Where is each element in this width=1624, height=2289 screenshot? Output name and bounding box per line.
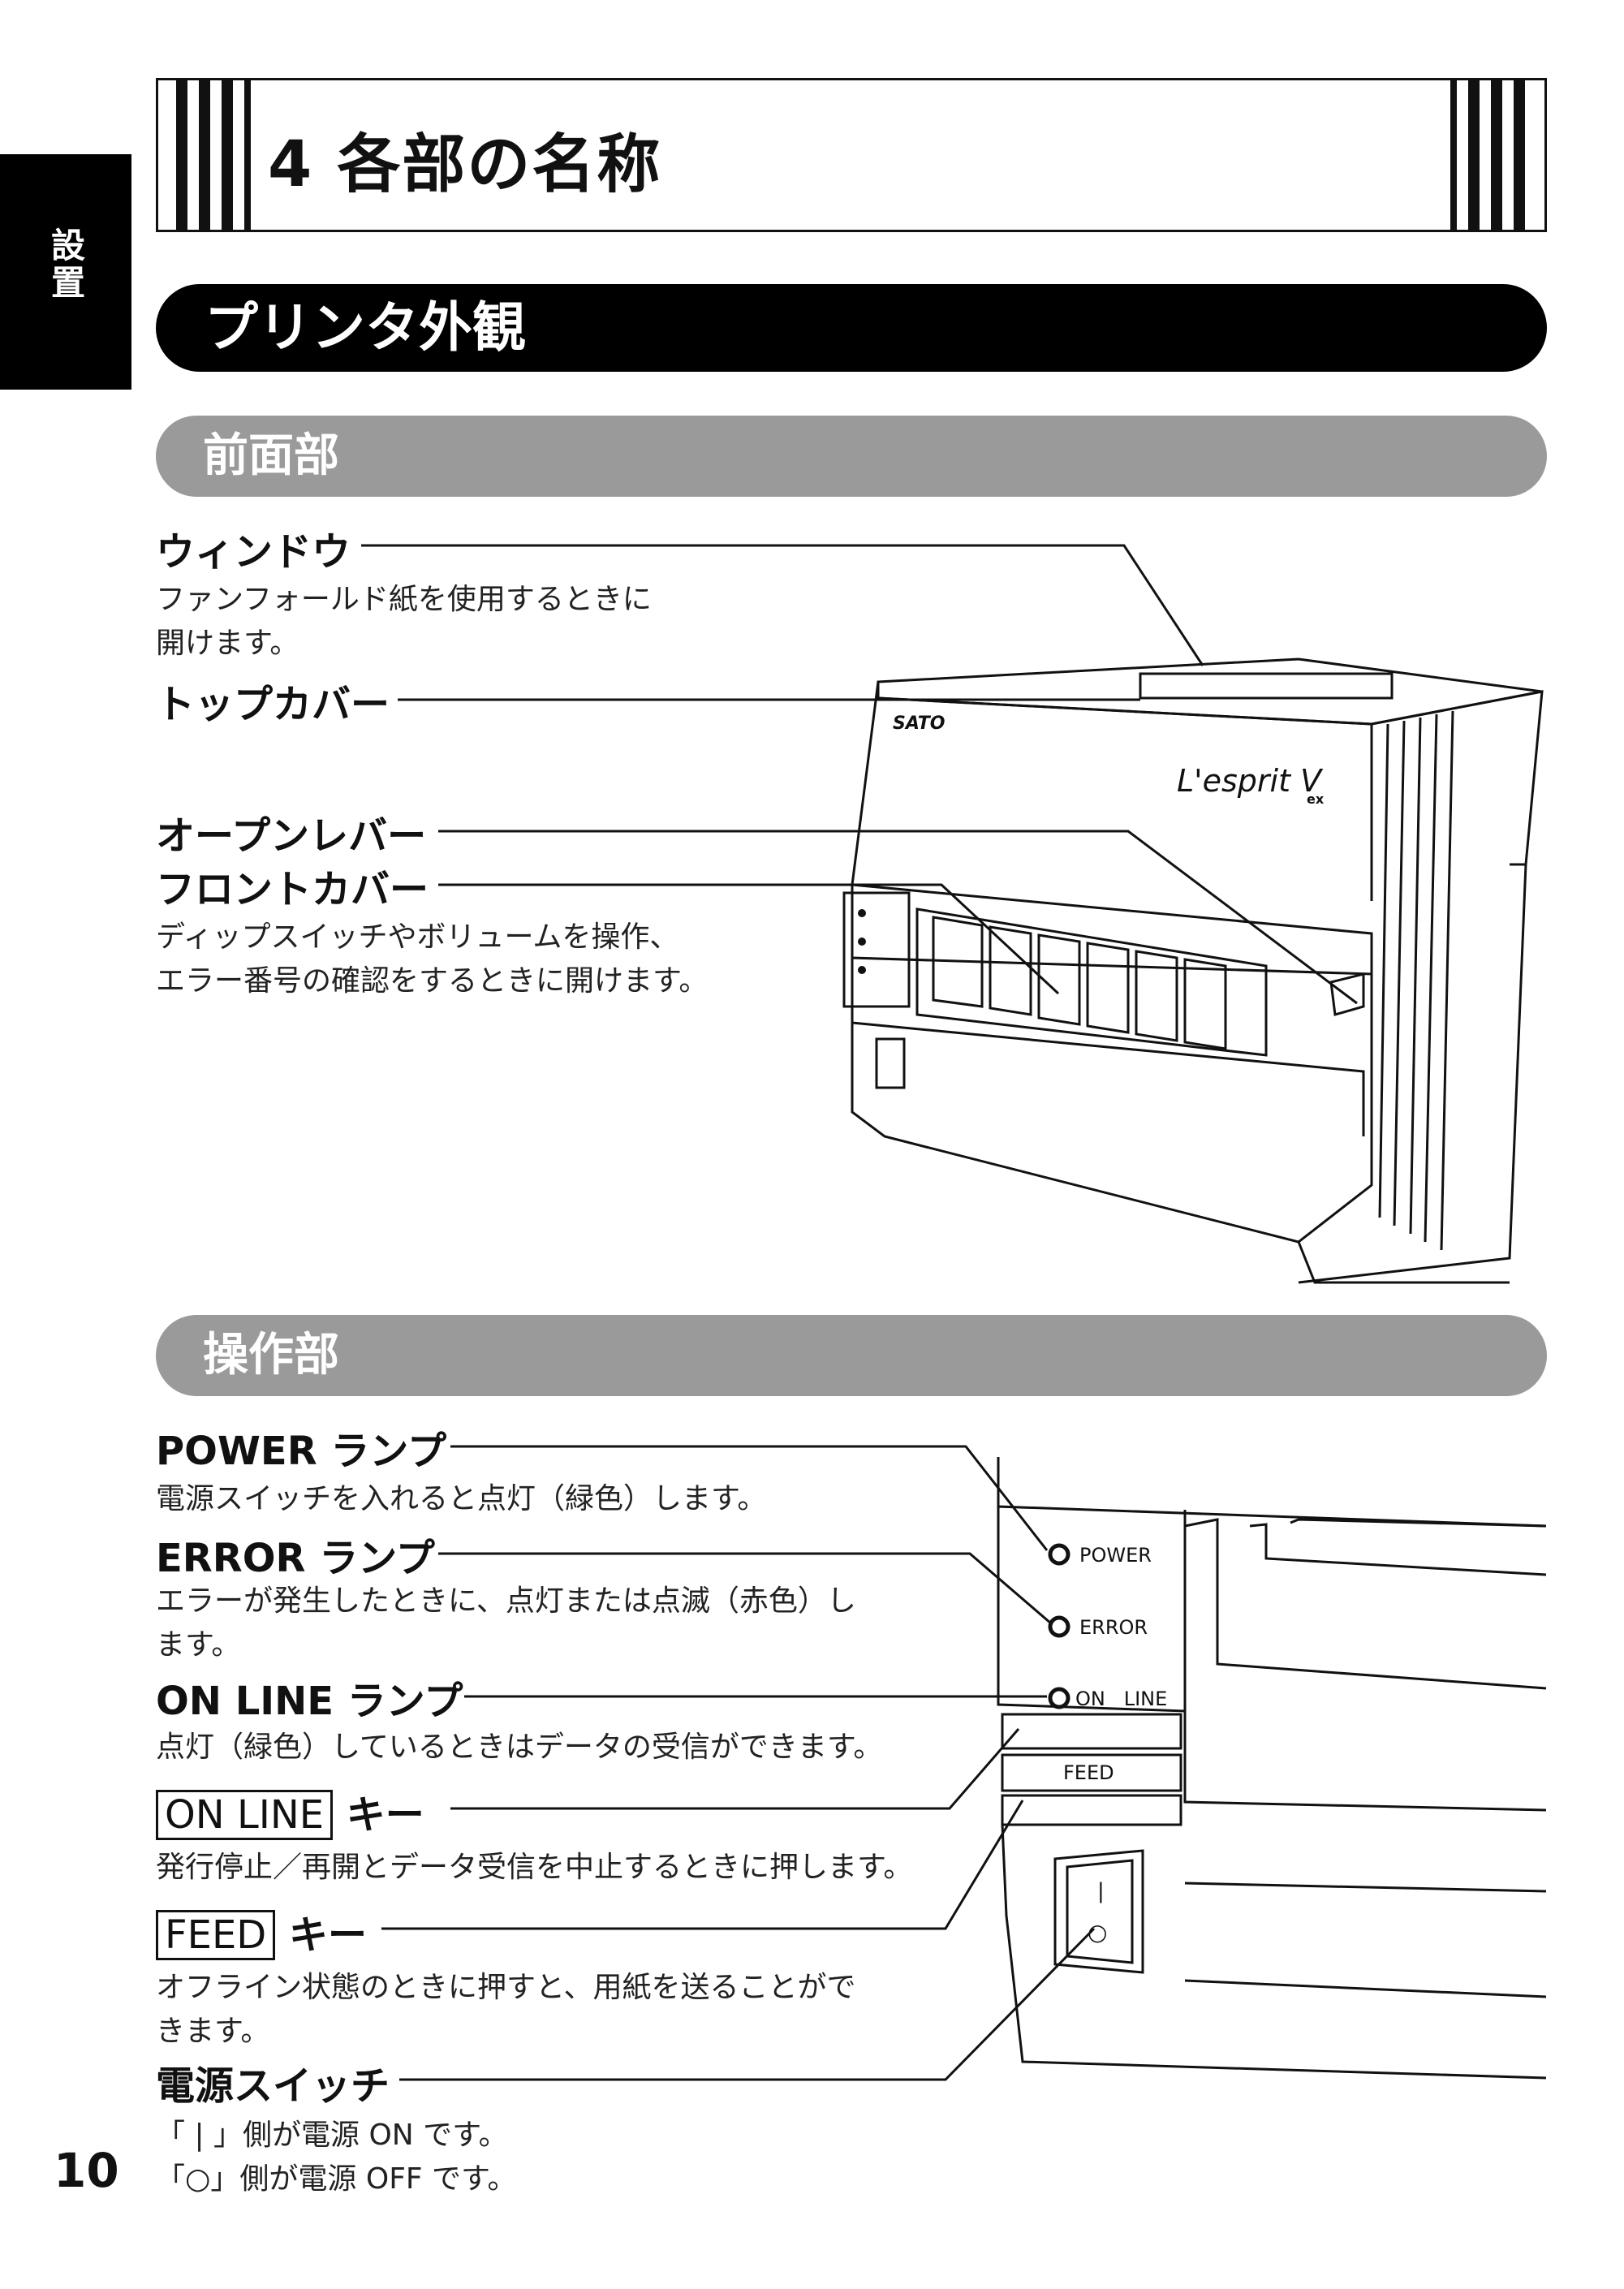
brand-logo: SATO <box>893 713 945 734</box>
right-stripes <box>1445 80 1535 230</box>
panel-heading: 操作部 <box>156 1315 1547 1396</box>
online-lamp-icon <box>1048 1687 1070 1709</box>
window-desc-2: 開けます。 <box>156 627 299 660</box>
online-lamp-label: ON LINE ランプ <box>156 1679 463 1724</box>
leader-online-key <box>450 1728 1020 1810</box>
error-lamp-desc-2: ます。 <box>156 1628 241 1662</box>
front-heading: 前面部 <box>156 416 1547 497</box>
online-key-suffix: キー <box>346 1792 424 1838</box>
power-switch-desc-1: 「 | 」側が電源 ON です。 <box>156 2119 508 2152</box>
error-lamp-desc-1: エラーが発生したときに、点灯または点滅（赤色）し <box>156 1584 856 1618</box>
leader-error-lamp <box>438 1552 1052 1625</box>
online-key-desc: 発行停止／再開とデータ受信を中止するときに押します。 <box>156 1851 913 1884</box>
feed-key-desc-1: オフライン状態のときに押すと、用紙を送ることがで <box>156 1971 856 2004</box>
online-key-box: ON LINE <box>156 1790 334 1840</box>
error-lamp-icon <box>1048 1615 1070 1638</box>
side-tab: 設置 <box>0 154 131 390</box>
window-label: ウィンドウ <box>156 529 351 575</box>
lamp-error-text: ERROR <box>1079 1616 1148 1639</box>
chapter-title: 4 各部の名称 <box>268 128 662 201</box>
side-tab-label: 設置 <box>45 227 86 302</box>
error-lamp-label: ERROR ランプ <box>156 1536 435 1581</box>
leader-power-lamp <box>450 1445 1049 1551</box>
power-switch-label: 電源スイッチ <box>156 2063 390 2109</box>
power-lamp-desc: 電源スイッチを入れると点灯（緑色）します。 <box>156 1482 767 1515</box>
leader-window <box>361 544 1204 666</box>
power-lamp-icon <box>1048 1543 1070 1566</box>
online-key-label: ON LINE キー <box>156 1782 424 1840</box>
switch-off-mark: ○ <box>1088 1919 1107 1946</box>
left-stripes <box>168 80 257 230</box>
lamp-power-text: POWER <box>1079 1544 1152 1567</box>
chapter-header <box>156 78 1547 232</box>
leader-open-lever <box>438 830 1358 1005</box>
front-cover-desc-2: エラー番号の確認をするときに開けます。 <box>156 964 709 998</box>
lamp-online-text: ON LINE <box>1075 1688 1167 1710</box>
leader-front-cover <box>438 883 1060 995</box>
printer-front-illustration: SATO L'esprit V ex <box>361 544 1544 1284</box>
feed-key-suffix: キー <box>288 1912 367 1958</box>
leader-feed-key <box>381 1800 1024 1930</box>
open-lever-label: オープンレバー <box>156 813 427 859</box>
model-name: L'esprit V <box>1177 763 1324 799</box>
power-switch-desc-2: 「○」側が電源 OFF です。 <box>156 2162 517 2196</box>
power-lamp-label: POWER ランプ <box>156 1429 446 1474</box>
top-cover-label: トップカバー <box>156 682 390 727</box>
switch-on-mark: | <box>1097 1879 1105 1903</box>
front-cover-desc-1: ディップスイッチやボリュームを操作、 <box>156 920 679 954</box>
page-number: 10 <box>54 2143 119 2198</box>
front-cover-label: フロントカバー <box>156 867 429 912</box>
feed-key-desc-2: きます。 <box>156 2015 270 2048</box>
online-lamp-desc: 点灯（緑色）しているときはデータの受信ができます。 <box>156 1731 883 1764</box>
feed-button-text: FEED <box>1063 1761 1114 1784</box>
section-title: プリンタ外観 <box>156 284 1547 372</box>
window-desc-1: ファンフォールド紙を使用するときに <box>156 583 652 616</box>
feed-key-box: FEED <box>156 1910 276 1960</box>
panel-illustration: POWER ERROR ON LINE FEED | ○ <box>381 1445 1547 2081</box>
model-suffix: ex <box>1307 791 1325 807</box>
feed-key-label: FEED キー <box>156 1903 367 1960</box>
leader-power-switch <box>399 1927 1096 2081</box>
